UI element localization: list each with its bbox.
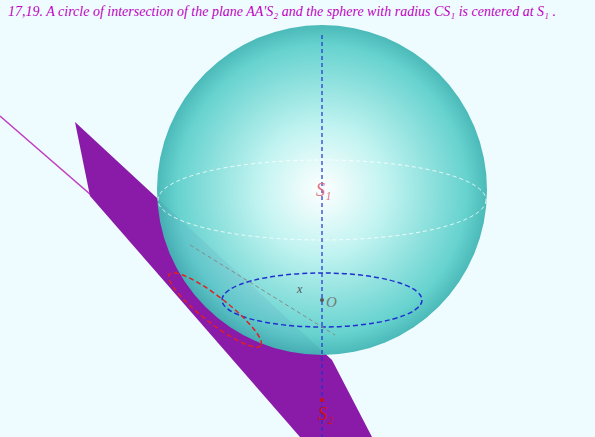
point-label: O [326, 294, 337, 311]
point [320, 398, 324, 402]
guide-line [190, 245, 335, 335]
intersection-circle [161, 264, 268, 356]
center-point [320, 298, 324, 302]
point-label: x [297, 282, 302, 297]
point-label: S₂ [318, 404, 333, 425]
sphere [157, 25, 487, 355]
title: 17,19. A circle of intersection of the p… [8, 4, 556, 20]
axis [321, 35, 322, 437]
point-label: S₁ [316, 180, 331, 201]
